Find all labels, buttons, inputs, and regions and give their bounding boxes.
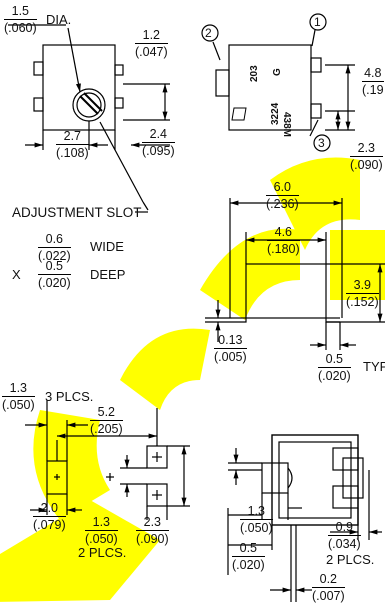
dim-5-2: 5.2(.205) xyxy=(90,405,123,436)
dim-2-7: 2.7(.108) xyxy=(56,129,89,160)
dim-0-9: 0.9(.034) xyxy=(328,520,361,551)
callout-3: 3 xyxy=(318,136,325,150)
dim-4-8: 4.8(.19 xyxy=(362,66,384,97)
dim-1-3-bottom: 1.3(.050) xyxy=(240,504,273,535)
top-left-view xyxy=(8,24,170,211)
dim-1-3-3plcs: 1.3(.050) xyxy=(2,381,35,412)
dim-4-6: 4.6(.180) xyxy=(267,225,300,256)
dim-3-9: 3.9(.152) xyxy=(346,278,379,309)
dim-typ-suffix: TYP xyxy=(363,359,385,374)
dim-0-9-suffix: 2 PLCS. xyxy=(326,552,375,567)
side-view xyxy=(205,198,385,350)
dim-0-13: 0.13(.005) xyxy=(214,333,247,364)
dim-0-5-typ: 0.5(.020) xyxy=(318,352,351,383)
slot-depth-prefix: X xyxy=(12,267,21,282)
slot-depth-dim: 0.5(.020) xyxy=(38,259,71,290)
dim-1-2: 1.2(.047) xyxy=(135,28,168,59)
dim-dia-suffix: DIA. xyxy=(46,12,72,27)
slot-depth-label: DEEP xyxy=(90,267,126,282)
dim-2-3-pad: 2.3(.090) xyxy=(136,515,169,546)
marking-3224: 3224 xyxy=(270,102,281,125)
dim-2-3-top: 2.3(.090) xyxy=(350,141,383,172)
top-right-view xyxy=(212,29,355,137)
dim-2-4: 2.4(.095) xyxy=(142,127,175,158)
dim-1-3-2plcs: 1.3(.050) xyxy=(85,515,118,546)
dim-0-5-bottom: 0.5(.020) xyxy=(232,541,265,572)
dim-dia: 1.5(.060) xyxy=(4,4,37,35)
marking-g: G xyxy=(272,68,283,76)
slot-width-dim: 0.6(.022) xyxy=(38,232,71,263)
dim-3plcs-suffix: 3 PLCS. xyxy=(45,389,94,404)
marking-438m: 438M xyxy=(281,112,292,138)
bottom-view xyxy=(227,434,382,602)
dim-2-0: 2.0(.079) xyxy=(33,501,66,532)
dim-6-0: 6.0(.236) xyxy=(266,180,299,211)
callout-2: 2 xyxy=(205,26,212,40)
slot-title: ADJUSTMENT SLOT xyxy=(12,205,142,220)
callout-1: 1 xyxy=(314,15,321,29)
marking-203: 203 xyxy=(249,65,260,82)
pad-layout xyxy=(25,400,190,520)
dim-0-2: 0.2(.007) xyxy=(312,572,345,603)
dim-2plcs-suffix: 2 PLCS. xyxy=(78,545,127,560)
slot-width-label: WIDE xyxy=(90,239,124,254)
